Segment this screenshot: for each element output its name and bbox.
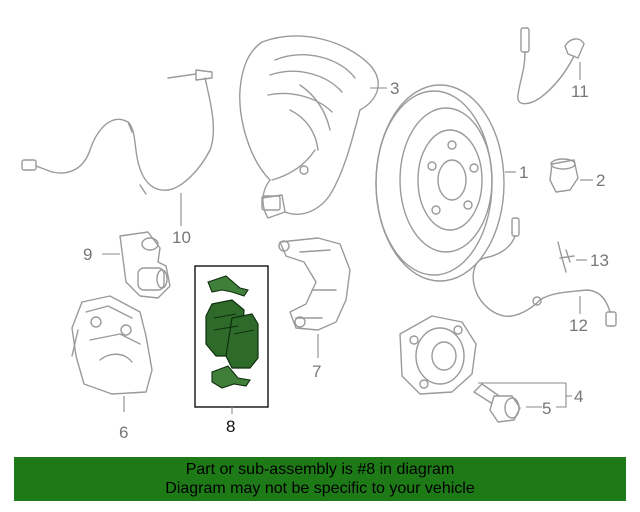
- wear-sensor-part[interactable]: [517, 27, 585, 105]
- callout-11[interactable]: 11: [571, 82, 589, 101]
- callout-2[interactable]: 2: [596, 171, 605, 190]
- caliper-housing-part[interactable]: [71, 295, 153, 395]
- callout-5[interactable]: 5: [542, 399, 551, 418]
- info-banner: Part or sub-assembly is #8 in diagram Di…: [14, 457, 626, 501]
- callout-4[interactable]: 4: [574, 387, 583, 406]
- nut-part[interactable]: [549, 158, 579, 193]
- spring-clip-part[interactable]: [557, 241, 575, 273]
- actuator-motor-part[interactable]: [119, 231, 171, 299]
- sensor-wire-part[interactable]: [21, 69, 215, 195]
- splash-shield-part[interactable]: [239, 35, 379, 219]
- brake-rotor-part[interactable]: [375, 84, 505, 282]
- caliper-bracket-part[interactable]: [278, 237, 351, 331]
- callout-9[interactable]: 9: [83, 245, 92, 264]
- callout-3[interactable]: 3: [390, 79, 399, 98]
- banner-line-1: Part or sub-assembly is #8 in diagram: [185, 461, 455, 478]
- callout-10[interactable]: 10: [172, 228, 191, 247]
- callout-13[interactable]: 13: [590, 251, 609, 270]
- wheel-hub-part[interactable]: [399, 315, 477, 395]
- callout-12[interactable]: 12: [569, 316, 588, 335]
- callout-8[interactable]: 8: [226, 417, 235, 436]
- brake-pad-set-part[interactable]: [205, 275, 259, 389]
- callout-7[interactable]: 7: [312, 362, 321, 381]
- banner-line-2: Diagram may not be specific to your vehi…: [165, 480, 475, 497]
- hub-bolt-part[interactable]: [473, 383, 521, 423]
- callout-1[interactable]: 1: [519, 163, 528, 182]
- parts-diagram: 3 1 2 11 10: [21, 27, 617, 442]
- callout-6[interactable]: 6: [119, 423, 128, 442]
- abs-sensor-wire-part[interactable]: [472, 217, 617, 327]
